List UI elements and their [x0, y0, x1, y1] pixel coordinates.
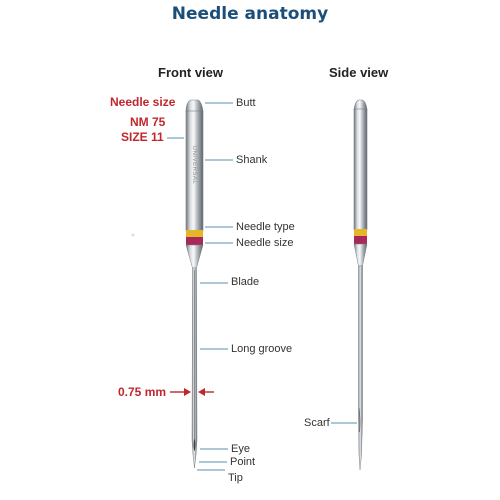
needle-size-size: SIZE 11 [121, 130, 164, 144]
label-scarf: Scarf [304, 417, 330, 429]
front-view-title: Front view [158, 65, 224, 80]
measurement-label: 0.75 mm [118, 385, 167, 399]
label-needle-size: Needle size [236, 237, 294, 249]
side-view-title: Side view [329, 65, 389, 80]
leader-lines [167, 102, 357, 471]
shank-print: UNIVERSAL [191, 145, 197, 185]
front-needle-size-band [186, 237, 203, 245]
label-point: Point [230, 456, 256, 468]
front-needle [185, 99, 204, 469]
side-needle-shank [353, 108, 368, 231]
front-needle-taper [185, 244, 204, 269]
side-needle-size-band [354, 236, 367, 244]
front-needle-butt [185, 99, 204, 113]
side-needle-taper [353, 243, 368, 267]
side-needle [353, 99, 368, 471]
measurement-arrow-right-head [198, 388, 205, 396]
side-needle-scarf [358, 407, 361, 433]
side-needle-butt [353, 99, 368, 111]
label-tip: Tip [228, 472, 243, 484]
needle-size-nm: NM 75 [130, 115, 166, 129]
label-eye: Eye [231, 443, 250, 455]
label-butt: Butt [236, 97, 256, 109]
page-title: Needle anatomy [171, 4, 329, 24]
measurement-arrows [170, 388, 214, 396]
label-needle-type: Needle type [236, 221, 295, 233]
label-long-groove: Long groove [231, 343, 293, 355]
side-needle-type-band [354, 229, 367, 236]
side-needle-blade [358, 265, 363, 471]
needle-size-heading: Needle size [110, 95, 176, 109]
front-needle-eye [193, 439, 196, 451]
front-needle-type-band [186, 230, 203, 237]
decorative-dot [131, 233, 135, 237]
measurement-arrow-left-head [184, 388, 191, 396]
label-shank: Shank [236, 154, 268, 166]
label-blade: Blade [231, 276, 260, 288]
